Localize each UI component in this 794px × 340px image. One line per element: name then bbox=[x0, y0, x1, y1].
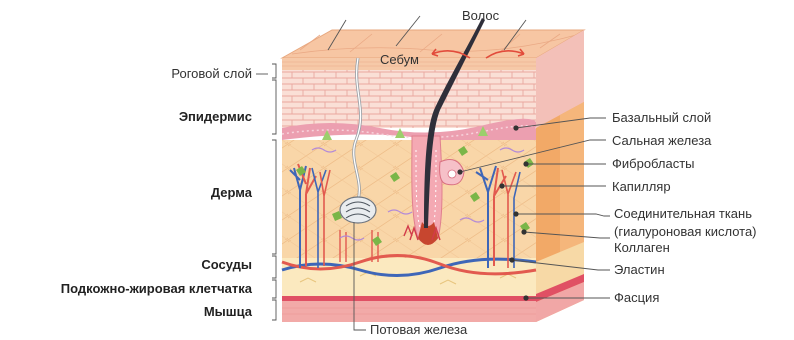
label-capillary: Капилляр bbox=[612, 179, 671, 194]
label-vessels: Сосуды bbox=[201, 257, 252, 272]
label-sweat-gland: Потовая железа bbox=[370, 322, 468, 337]
label-fascia: Фасция bbox=[614, 290, 659, 305]
label-fibroblasts: Фибробласты bbox=[612, 156, 695, 171]
skin-right-side bbox=[536, 30, 584, 322]
label-elastin: Эластин bbox=[614, 262, 665, 277]
label-sebum: Себум bbox=[380, 52, 419, 67]
dermis-layer bbox=[282, 140, 536, 258]
fascia-layer bbox=[282, 296, 536, 301]
muscle-layer bbox=[282, 301, 536, 322]
label-basal-layer: Базальный слой bbox=[612, 110, 711, 125]
left-brackets bbox=[256, 64, 276, 320]
label-stratum-corneum: Роговой слой bbox=[171, 66, 252, 81]
epidermis-layer bbox=[282, 70, 536, 128]
label-epidermis: Эпидермис bbox=[179, 109, 252, 124]
label-connective-tissue-sub: (гиалуроновая кислота) bbox=[614, 224, 757, 239]
label-hair: Волос bbox=[462, 8, 500, 23]
label-subcutaneous: Подкожно-жировая клетчатка bbox=[61, 281, 253, 296]
label-collagen: Коллаген bbox=[614, 240, 670, 255]
label-connective-tissue: Соединительная ткань bbox=[614, 206, 752, 221]
label-sebaceous-gland: Сальная железа bbox=[612, 133, 712, 148]
label-muscle: Мышца bbox=[204, 304, 253, 319]
label-dermis: Дерма bbox=[211, 185, 253, 200]
